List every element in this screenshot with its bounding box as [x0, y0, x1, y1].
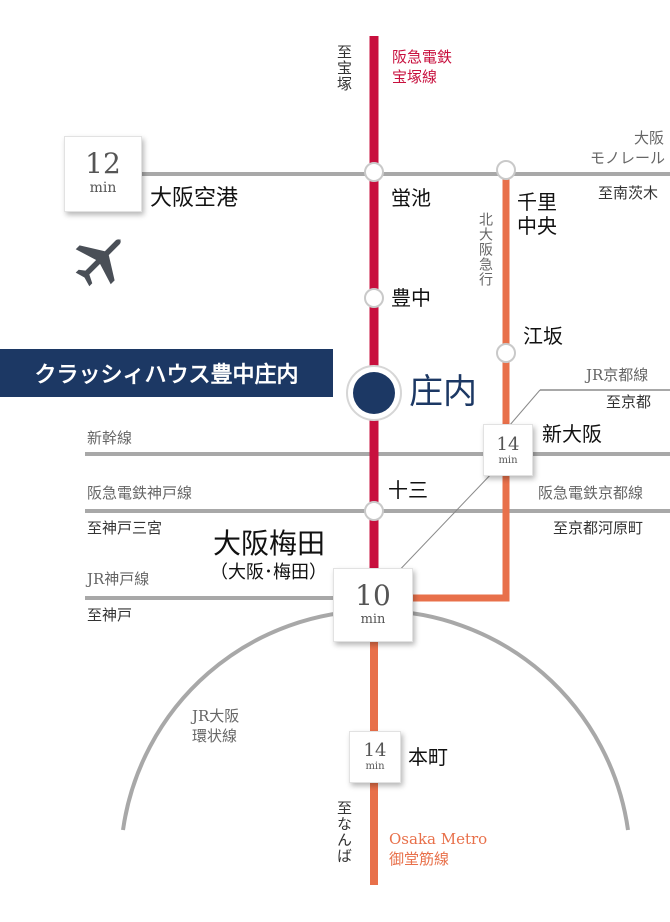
direction-minami-ibaraki: 至南茨木 [598, 184, 659, 202]
direction-kyoto-kawaramachi: 至京都河原町 [553, 519, 644, 537]
time-unit: min [498, 455, 518, 466]
time-unit: min [360, 612, 386, 627]
station-label-airport: 大阪空港 [150, 186, 239, 211]
station-juso [364, 501, 384, 521]
station-shonai-inner [353, 372, 395, 414]
time-unit: min [89, 180, 117, 196]
line-label-kitaosaka: 北大阪急行 [477, 212, 493, 287]
time-value: 14 [496, 434, 520, 455]
line-label-midosuji: Osaka Metro 御堂筋線 [389, 830, 488, 869]
station-senri-chuo [496, 160, 516, 180]
station-label-honmachi: 本町 [408, 745, 448, 769]
direction-kobe: 至神戸 [87, 606, 133, 624]
property-label: クラッシィハウス豊中庄内 [34, 362, 299, 388]
direction-takarazuka: 至宝塚 [335, 44, 353, 92]
umeda-connector [391, 469, 496, 579]
time-box-umeda: 10 min [333, 568, 413, 642]
station-esaka [496, 343, 516, 363]
station-label-toyonaka: 豊中 [391, 286, 431, 310]
time-box-airport: 12 min [64, 136, 142, 212]
direction-kyoto: 至京都 [606, 393, 652, 411]
direction-kobe-sannomiya: 至神戸三宮 [87, 519, 163, 537]
time-box-honmachi: 14 min [349, 731, 401, 783]
station-label-shin-osaka: 新大阪 [542, 422, 602, 446]
line-label-shinkansen: 新幹線 [87, 429, 133, 447]
line-label-monorail: 大阪 モノレール [590, 129, 666, 168]
time-value: 10 [355, 579, 391, 612]
time-unit: min [365, 761, 385, 772]
station-label-umeda: 大阪梅田 [213, 527, 326, 560]
line-label-jr-kobe: JR神戸線 [87, 570, 150, 588]
line-label-hankyu-kyoto: 阪急電鉄京都線 [538, 484, 644, 502]
line-label-hankyu-kobe: 阪急電鉄神戸線 [87, 484, 193, 502]
line-label-hankyu-takarazuka: 阪急電鉄 宝塚線 [392, 48, 453, 86]
airplane-icon [75, 238, 122, 287]
line-label-jr-kyoto: JR京都線 [586, 366, 649, 384]
time-value: 12 [85, 147, 121, 180]
line-label-jr-loop: JR大阪 環状線 [192, 707, 240, 745]
direction-namba: 至なんば [335, 800, 353, 864]
time-value: 14 [363, 740, 387, 761]
station-label-hotarugaike: 蛍池 [391, 186, 431, 210]
station-label-shonai: 庄内 [409, 372, 477, 412]
time-box-shin-osaka: 14 min [483, 424, 533, 476]
station-label-juso: 十三 [388, 478, 428, 502]
station-label-senri-chuo: 千里 中央 [517, 190, 557, 238]
station-toyonaka [364, 288, 384, 308]
kitaosaka-line [410, 172, 510, 602]
station-label-esaka: 江坂 [523, 324, 563, 348]
station-hotarugaike [364, 162, 384, 182]
station-label-umeda-sub: （大阪･梅田） [210, 562, 327, 583]
property-banner: クラッシィハウス豊中庄内 [0, 349, 333, 397]
